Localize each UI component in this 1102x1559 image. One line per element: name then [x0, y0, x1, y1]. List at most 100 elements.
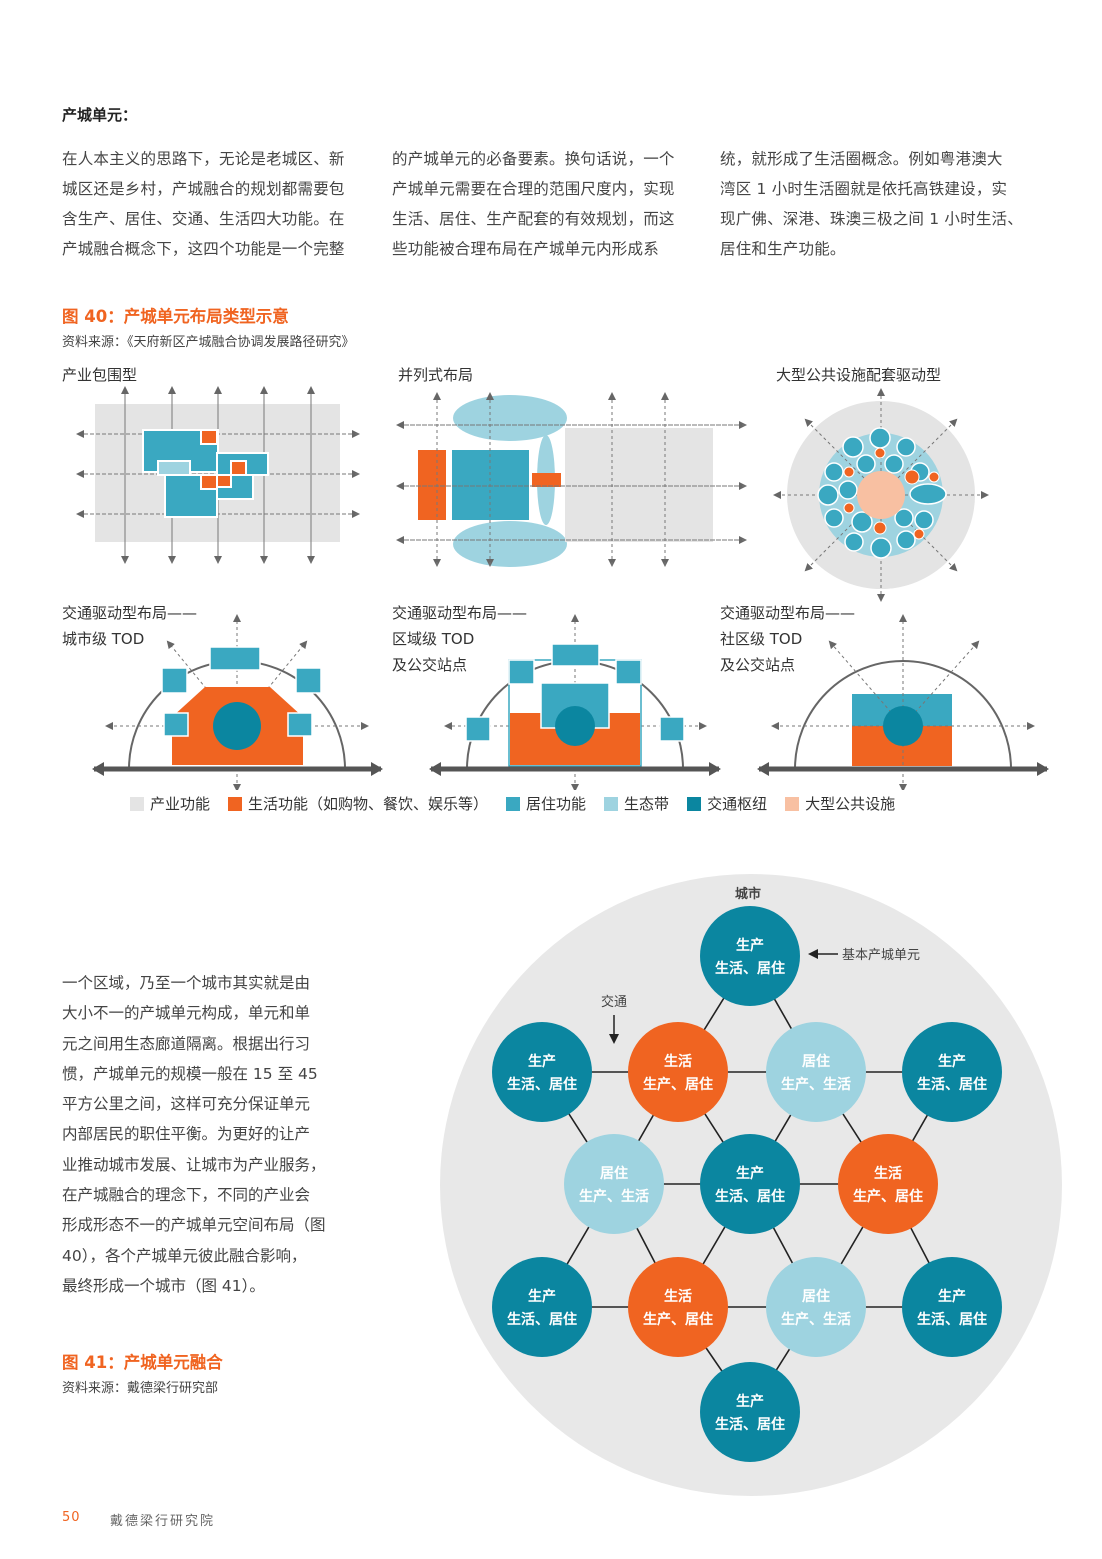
unit-circle	[838, 1134, 938, 1234]
text-column-3: 统，就形成了生活圈概念。例如粤港澳大 湾区 1 小时生活圈就是依托高铁建设，实 …	[720, 144, 1050, 264]
panel-label-public-facility: 大型公共设施配套驱动型	[776, 366, 942, 384]
city-label: 城市	[735, 886, 761, 902]
diagram-industry-surround	[76, 386, 360, 564]
legend-item-transit-hub: 交通枢纽	[687, 793, 767, 814]
unit-label: 生活、居住	[715, 1188, 785, 1205]
unit-label: 生产	[528, 1288, 556, 1305]
unit-label: 生活、居住	[715, 1416, 785, 1433]
unit-circle	[628, 1257, 728, 1357]
unit-circle	[902, 1257, 1002, 1357]
panel-label-parallel: 并列式布局	[398, 366, 474, 384]
text-line: 生活、居住、生产配套的有效规划，而这	[392, 210, 675, 228]
panel-label-community-tod: 交通驱动型布局—— 社区级 TOD 及公交站点	[720, 604, 856, 674]
unit-label: 生产、生活	[579, 1188, 649, 1205]
unit-label: 生产	[736, 1165, 764, 1182]
diagram-community-tod	[757, 614, 1049, 790]
diagram-public-facility	[773, 388, 989, 602]
unit-label: 生活、居住	[715, 960, 785, 977]
unit-label: 生产	[736, 1393, 764, 1410]
fig41-source: 资料来源：戴德梁行研究部	[62, 1381, 219, 1396]
fig40-title: 图 40：产城单元布局类型示意	[62, 307, 289, 326]
unit-label: 生产	[938, 1288, 966, 1305]
legend-swatch	[228, 796, 243, 811]
unit-label: 生活、居住	[507, 1076, 577, 1093]
legend-item-industry: 产业功能	[130, 793, 210, 814]
unit-label: 居住	[802, 1288, 830, 1305]
fig41-title: 图 41：产城单元融合	[62, 1353, 223, 1372]
unit-label: 生产、生活	[781, 1311, 851, 1328]
legend-swatch	[130, 796, 144, 811]
legend-swatch	[604, 796, 619, 811]
unit-circle	[492, 1257, 592, 1357]
legend-swatch	[506, 796, 521, 811]
transport-label: 交通	[601, 994, 627, 1010]
unit-circle	[628, 1022, 728, 1122]
section-heading: 产城单元：	[62, 106, 138, 124]
text-line: 的产城单元的必备要素。换句话说，一个	[392, 150, 675, 168]
diagram-parallel	[396, 392, 747, 567]
legend-item-residential: 居住功能	[506, 793, 586, 814]
panel-label-industry-surround: 产业包围型	[62, 366, 138, 384]
unit-circle	[564, 1134, 664, 1234]
text-column-2: 的产城单元的必备要素。换句话说，一个 产城单元需要在合理的范围尺度内，实现 生活…	[392, 144, 712, 264]
text-line: 湾区 1 小时生活圈就是依托高铁建设，实	[720, 180, 1008, 198]
unit-label: 居住	[802, 1053, 830, 1070]
unit-label: 生产	[736, 937, 764, 954]
text-line: 含生产、居住、交通、生活四大功能。在	[62, 210, 345, 228]
unit-circle	[902, 1022, 1002, 1122]
unit-label: 生产	[938, 1053, 966, 1070]
unit-circle	[700, 906, 800, 1006]
unit-label: 生产、生活	[781, 1076, 851, 1093]
legend-item-ecology: 生态带	[604, 793, 669, 814]
fig40-legend: 产业功能 生活功能（如购物、餐饮、娱乐等） 居住功能 生态带 交通枢纽 大型公共…	[130, 793, 913, 814]
unit-circle	[766, 1022, 866, 1122]
unit-label: 生产、居住	[853, 1188, 923, 1205]
text-line: 居住和生产功能。	[720, 240, 846, 258]
diagram-region-tod	[429, 614, 721, 790]
text-line: 统，就形成了生活圈概念。例如粤港澳大	[720, 150, 1003, 168]
text-line: 产城单元需要在合理的范围尺度内，实现	[392, 180, 675, 198]
fig40-diagrams	[76, 386, 1049, 790]
unit-label: 生活	[874, 1165, 902, 1182]
body-paragraph-2: 一个区域，乃至一个城市其实就是由 大小不一的产城单元构成，单元和单 元之间用生态…	[62, 974, 326, 1295]
unit-circle	[492, 1022, 592, 1122]
basic-unit-label: 基本产城单元	[842, 948, 920, 963]
fig40-source: 资料来源：《天府新区产城融合协调发展路径研究》	[62, 335, 355, 350]
text-line: 城区还是乡村，产城融合的规划都需要包	[62, 180, 345, 198]
unit-label: 生活、居住	[917, 1311, 987, 1328]
unit-label: 生活	[664, 1288, 692, 1305]
unit-label: 生活、居住	[507, 1311, 577, 1328]
unit-label: 生产、居住	[643, 1076, 713, 1093]
text-line: 产城融合概念下，这四个功能是一个完整	[62, 240, 345, 258]
legend-item-life: 生活功能（如购物、餐饮、娱乐等）	[228, 793, 488, 814]
footer-org: 戴德梁行研究院	[110, 1514, 216, 1529]
panel-label-region-tod: 交通驱动型布局—— 区域级 TOD 及公交站点	[392, 604, 528, 674]
text-line: 现广佛、深港、珠澳三极之间 1 小时生活、	[720, 210, 1023, 228]
unit-label: 居住	[600, 1165, 628, 1182]
panel-label-city-tod: 交通驱动型布局—— 城市级 TOD	[62, 604, 198, 648]
fig41-diagram: 生产生活、居住生产生活、居住生活生产、居住居住生产、生活生产生活、居住居住生产、…	[440, 874, 1062, 1496]
unit-circle	[766, 1257, 866, 1357]
legend-swatch	[785, 796, 800, 811]
unit-label: 生产、居住	[643, 1311, 713, 1328]
unit-label: 生产	[528, 1053, 556, 1070]
unit-circle	[700, 1134, 800, 1234]
text-line: 些功能被合理布局在产城单元内形成系	[392, 240, 659, 258]
unit-circle	[700, 1362, 800, 1462]
diagram-city-tod	[92, 614, 383, 790]
text-column-1: 在人本主义的思路下，无论是老城区、新 城区还是乡村，产城融合的规划都需要包 含生…	[62, 144, 382, 264]
legend-item-public-facility: 大型公共设施	[785, 793, 895, 814]
unit-label: 生活	[664, 1053, 692, 1070]
text-line: 在人本主义的思路下，无论是老城区、新	[62, 150, 345, 168]
